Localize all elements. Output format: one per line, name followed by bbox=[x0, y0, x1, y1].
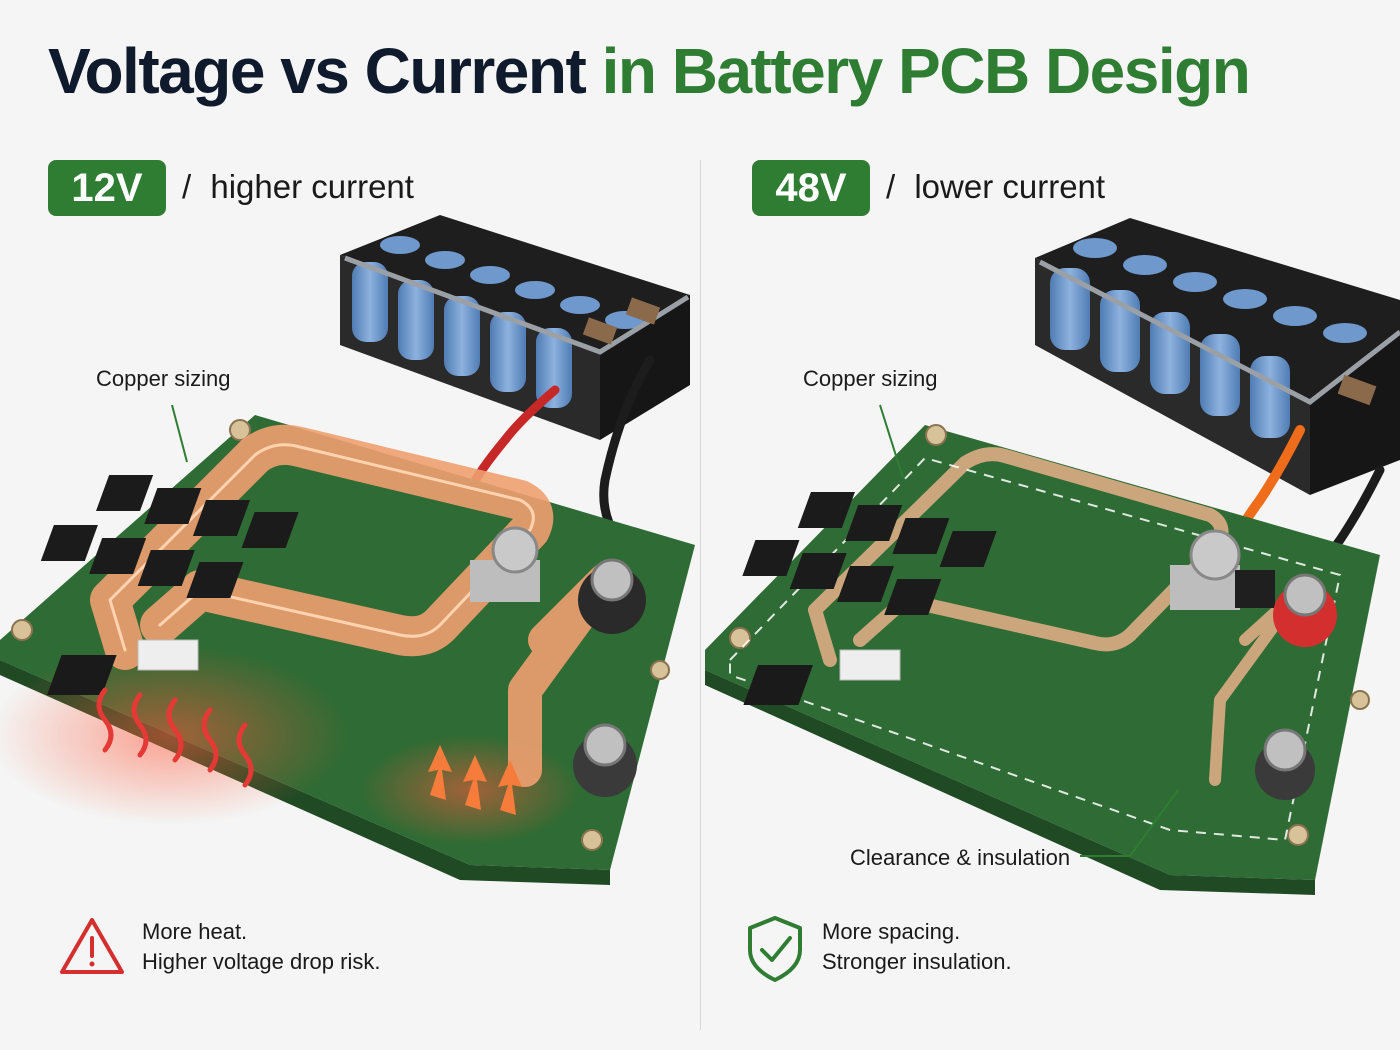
current-text-12v: higher current bbox=[210, 168, 414, 205]
controller-chip-48v bbox=[743, 665, 813, 705]
heat-wave-icons bbox=[96, 687, 254, 788]
mosfet-array-12v bbox=[40, 475, 299, 598]
note-48v-line1: More spacing. bbox=[822, 919, 961, 944]
battery-pack-48v bbox=[1035, 218, 1400, 495]
heat-arrow-icons bbox=[428, 745, 522, 815]
label-slash: / bbox=[182, 168, 192, 205]
title-part-battery-pcb-design: in Battery PCB Design bbox=[601, 35, 1251, 107]
label-slash-48v: / bbox=[886, 168, 896, 205]
panel-12v: 12V / higher current Copper sizing More … bbox=[0, 160, 695, 977]
pcb-48v-illustration bbox=[705, 218, 1400, 982]
terminal-bolts-48v bbox=[1170, 529, 1337, 800]
copper-sizing-leader-line bbox=[171, 404, 188, 463]
voltage-badge-48v: 48V bbox=[752, 160, 870, 216]
warning-triangle-icon bbox=[60, 918, 124, 974]
note-12v: More heat. Higher voltage drop risk. bbox=[142, 917, 380, 977]
pcb-board-48v bbox=[705, 424, 1380, 895]
connector-header bbox=[137, 639, 199, 671]
pcb-12v-illustration bbox=[0, 215, 695, 974]
title-part-voltage-vs-current: Voltage vs Current bbox=[48, 35, 587, 107]
callout-clearance-insulation: Clearance & insulation bbox=[850, 845, 1071, 870]
page-title: Voltage vs Current in Battery PCB Design bbox=[48, 34, 1251, 108]
clearance-leader-line bbox=[1080, 789, 1179, 857]
terminal-bolts-12v bbox=[470, 526, 646, 797]
mosfet-array-48v bbox=[742, 492, 997, 615]
current-text-48v: lower current bbox=[914, 168, 1106, 205]
voltage-badge-12v: 12V bbox=[48, 160, 166, 216]
note-12v-line1: More heat. bbox=[142, 919, 248, 944]
panel-divider bbox=[700, 160, 701, 1030]
panel-48v: 48V / lower current Copper sizing Cleara… bbox=[700, 0, 1400, 1050]
note-48v-line2: Stronger insulation. bbox=[822, 949, 1012, 974]
battery-pack-12v bbox=[340, 215, 690, 440]
current-label-12v: / higher current bbox=[182, 168, 414, 206]
copper-sizing-leader-line-48v bbox=[879, 404, 904, 479]
callout-copper-sizing-12v: Copper sizing bbox=[96, 366, 231, 391]
note-48v: More spacing. Stronger insulation. bbox=[822, 917, 1012, 977]
controller-chip bbox=[47, 655, 117, 695]
shield-check-icon bbox=[748, 916, 802, 982]
connector-header-48v bbox=[839, 649, 901, 681]
current-label-48v: / lower current bbox=[886, 168, 1105, 206]
note-12v-line2: Higher voltage drop risk. bbox=[142, 949, 381, 974]
heat-glow bbox=[0, 645, 350, 825]
callout-copper-sizing-48v: Copper sizing bbox=[803, 366, 938, 391]
